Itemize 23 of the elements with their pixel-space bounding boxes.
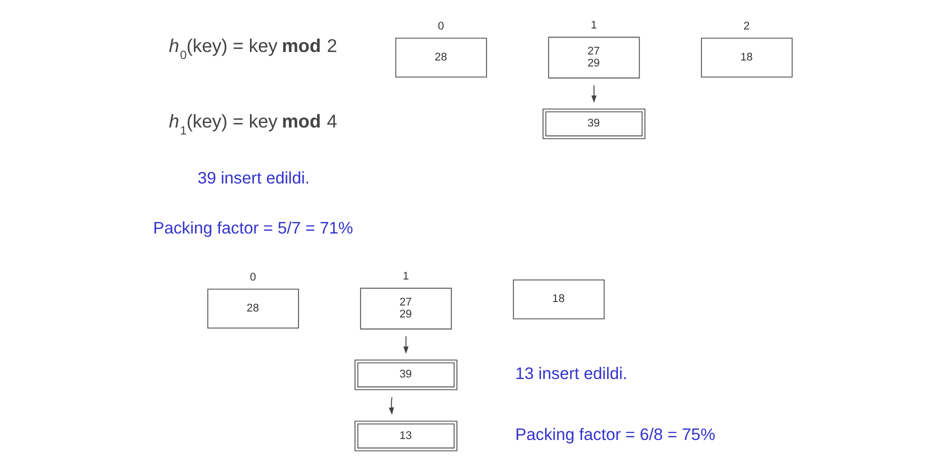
arrow	[590, 84, 596, 103]
label: 13 insert edildi.	[514, 364, 627, 383]
label: h$_{0}$(key) = key mod 2	[168, 35, 337, 62]
node-box: 28	[394, 38, 486, 78]
node-box: 27 29	[360, 288, 452, 330]
node-box: 13	[354, 420, 457, 452]
node-label: 2	[743, 20, 750, 32]
node-label: 1	[590, 20, 596, 32]
arrow	[388, 396, 394, 415]
node-box: 39	[354, 360, 457, 390]
node-label: 0	[437, 20, 444, 32]
node-box: 18	[512, 279, 604, 320]
node-box: 28	[206, 288, 298, 329]
node-label: 1	[402, 270, 408, 283]
label: 39 insert edildi.	[197, 168, 310, 188]
arrow	[402, 336, 408, 354]
label: Packing factor = 6/8 = 75%	[514, 425, 715, 444]
node-box: 27 29	[548, 36, 640, 78]
node-box: 18	[700, 38, 792, 78]
node-label: 0	[249, 271, 256, 284]
node-box: 39	[542, 108, 645, 140]
label: h$_{1}$(key) = key mod 4	[168, 110, 337, 138]
label: Packing factor = 5/7 = 71%	[152, 218, 353, 238]
